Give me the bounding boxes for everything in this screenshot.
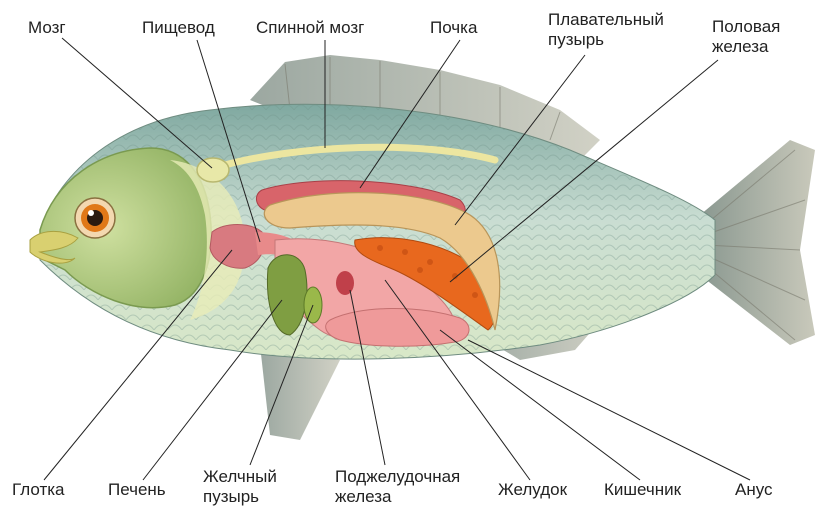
label-intestine: Кишечник <box>604 480 681 500</box>
label-stomach: Желудок <box>498 480 567 500</box>
label-liver: Печень <box>108 480 166 500</box>
label-anus: Анус <box>735 480 773 500</box>
brain <box>197 158 229 182</box>
label-kidney: Почка <box>430 18 477 38</box>
label-spinal-cord: Спинной мозг <box>256 18 364 38</box>
leader-anus <box>468 340 750 480</box>
label-gallbladder: Желчный пузырь <box>203 467 277 507</box>
label-pharynx: Глотка <box>12 480 65 500</box>
label-esophagus: Пищевод <box>142 18 215 38</box>
fish-head <box>35 148 211 308</box>
label-gonad: Половая железа <box>712 17 780 57</box>
label-pancreas: Поджелудочная железа <box>335 467 460 507</box>
label-brain: Мозг <box>28 18 66 38</box>
stomach-opening <box>336 271 354 295</box>
tail-fin <box>700 140 815 345</box>
intestine <box>326 308 469 346</box>
pelvic-fin <box>260 345 340 440</box>
label-swim-bladder: Плавательный пузырь <box>548 10 664 50</box>
